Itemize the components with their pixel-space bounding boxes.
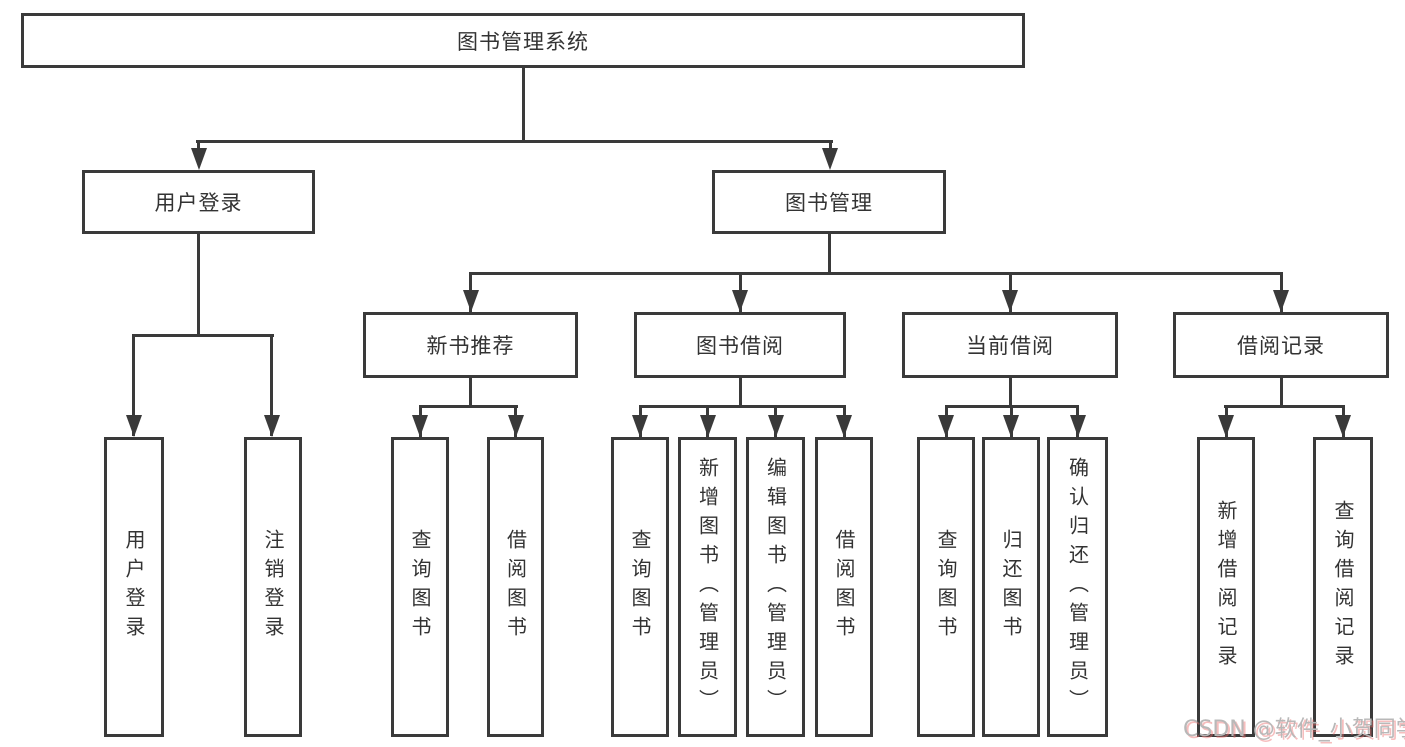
arrow-down-icon: [412, 415, 428, 437]
arrow-down-icon: [732, 290, 748, 312]
connector-line: [738, 378, 742, 406]
node-leaf-query-books-2: 查询图书: [611, 437, 669, 737]
arrow-down-icon: [190, 148, 207, 170]
node-leaf-add-borrow-record: 新增借阅记录: [1197, 437, 1255, 737]
arrow-down-icon: [1273, 290, 1289, 312]
connector-line: [468, 271, 1283, 275]
node-leaf-return-books: 归还图书: [982, 437, 1040, 737]
connector-line: [270, 333, 273, 436]
connector-line: [418, 404, 518, 408]
node-leaf-add-books-admin: 新增图书（管理员）: [678, 437, 737, 737]
arrow-down-icon: [699, 415, 716, 437]
arrow-down-icon: [1003, 415, 1019, 437]
arrow-down-icon: [507, 415, 524, 437]
node-leaf-borrow-books-2: 借阅图书: [815, 437, 873, 737]
node-borrow-records: 借阅记录: [1173, 312, 1389, 378]
connector-line: [197, 234, 200, 335]
node-leaf-query-books-1: 查询图书: [391, 437, 449, 737]
node-current-borrowing: 当前借阅: [902, 312, 1118, 378]
node-user-login: 用户登录: [82, 170, 315, 234]
connector-line: [1279, 378, 1283, 406]
csdn-watermark: CSDN @软件_小贺同学: [1183, 717, 1405, 742]
arrow-down-icon: [632, 415, 648, 437]
arrow-down-icon: [836, 415, 852, 437]
arrow-down-icon: [822, 148, 838, 170]
node-leaf-logout: 注销登录: [244, 437, 302, 737]
node-leaf-query-borrow-record: 查询借阅记录: [1313, 437, 1373, 737]
connector-line: [1008, 378, 1012, 406]
node-leaf-edit-books-admin: 编辑图书（管理员）: [746, 437, 805, 737]
node-book-management: 图书管理: [712, 170, 946, 234]
connector-line: [638, 404, 846, 408]
arrow-down-icon: [767, 415, 784, 437]
connector-line: [1224, 404, 1344, 408]
connector-line: [195, 139, 833, 143]
arrow-down-icon: [1069, 415, 1086, 437]
node-leaf-query-books-3: 查询图书: [917, 437, 975, 737]
node-book-borrowing: 图书借阅: [634, 312, 846, 378]
node-leaf-user-login: 用户登录: [104, 437, 164, 737]
arrow-down-icon: [1335, 415, 1351, 437]
arrow-down-icon: [1002, 290, 1018, 312]
node-leaf-borrow-books-1: 借阅图书: [487, 437, 544, 737]
node-new-book-recommend: 新书推荐: [363, 312, 578, 378]
arrow-down-icon: [125, 415, 142, 437]
arrow-down-icon: [938, 415, 954, 437]
connector-line: [469, 378, 472, 406]
connector-line: [521, 68, 525, 142]
node-root: 图书管理系统: [21, 13, 1025, 68]
connector-line: [827, 234, 831, 273]
arrow-down-icon: [263, 415, 280, 437]
node-leaf-confirm-return-admin: 确认归还（管理员）: [1047, 437, 1108, 737]
arrow-down-icon: [1218, 415, 1234, 437]
connector-line: [132, 333, 135, 436]
connector-line: [131, 333, 274, 337]
arrow-down-icon: [462, 290, 479, 312]
